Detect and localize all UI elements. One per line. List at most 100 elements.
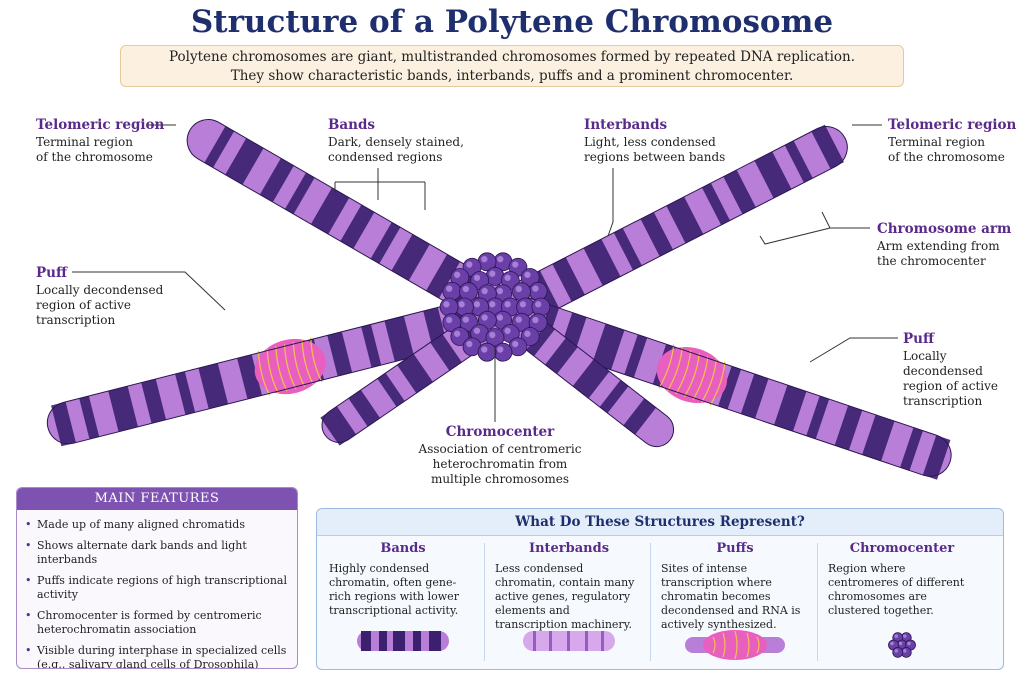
represent-col-puffs: Puffs Sites of intense transcription whe… <box>655 541 815 661</box>
arm-dark-band <box>592 323 625 370</box>
arm-dark-band <box>391 234 430 281</box>
chromocenter-sphere <box>477 342 497 362</box>
represent-col-chromocenter-desc: Region where centromeres of different ch… <box>828 562 965 617</box>
sphere-highlight <box>453 271 461 278</box>
sphere-highlight <box>496 314 504 321</box>
puff-rna-strand <box>666 347 683 392</box>
sphere-highlight <box>481 346 488 353</box>
arm-dark-band <box>397 353 433 394</box>
sphere-highlight <box>446 316 453 324</box>
represent-col-interbands-desc: Less condensed chromatin, contain many a… <box>495 562 635 631</box>
puff-rna-strand <box>283 344 297 390</box>
represent-col-bands-desc: Highly condensed chromatin, often gene-r… <box>329 562 459 617</box>
arm-dark-band <box>613 228 642 271</box>
sphere-highlight <box>466 261 473 268</box>
arm-dark-band <box>754 151 792 199</box>
intro-box: Polytene chromosomes are giant, multistr… <box>120 45 904 87</box>
arm-dark-band <box>623 398 657 435</box>
sphere-highlight <box>489 270 496 277</box>
arm-dark-band <box>259 158 294 203</box>
feature-item: Chromocenter is formed by centromeric he… <box>25 609 289 637</box>
label-telomeric-right-title: Telomeric region <box>888 117 1017 133</box>
arm-dark-band <box>284 172 315 215</box>
arm-dark-band <box>51 401 76 447</box>
sphere-highlight <box>481 287 488 295</box>
label-puff-left-title: Puff <box>36 265 68 281</box>
leader-lines <box>72 124 898 422</box>
arm-dark-band <box>237 354 263 400</box>
arm-dark-band <box>922 435 951 480</box>
chromocenter-sphere <box>528 281 548 301</box>
puff-rna-strand <box>692 356 709 400</box>
represent-col-bands-title: Bands <box>380 541 426 556</box>
intro-line-2: They show characteristic bands, interban… <box>230 68 794 84</box>
puffs-thumbnail-icon <box>685 630 785 660</box>
label-puff-left-desc: Locally decondensed region of active tra… <box>36 283 164 327</box>
label-interbands-desc: Light, less condensed regions between ba… <box>584 135 726 164</box>
arm-dark-band <box>141 378 167 424</box>
sphere-highlight <box>453 330 461 337</box>
page-title: Structure of a Polytene Chromosome <box>190 4 834 40</box>
chromocenter-sphere <box>439 297 459 317</box>
sphere-highlight <box>524 271 531 278</box>
chromosome-arm <box>500 304 675 448</box>
arm-dark-band <box>834 405 863 451</box>
label-chromocenter-desc: Association of centromeric heterochromat… <box>418 442 582 486</box>
interbands-thumbnail-icon <box>523 631 615 651</box>
arm-dark-band <box>175 371 196 415</box>
chromocenter-sphere <box>531 297 551 317</box>
sphere-highlight <box>524 330 531 337</box>
arm-dark-band <box>583 239 621 286</box>
arm-dark-band <box>310 187 350 235</box>
sphere-highlight <box>481 314 488 321</box>
label-chromosome-arm: Chromosome arm Arm extending from the ch… <box>877 222 1022 269</box>
sphere-highlight <box>907 641 911 646</box>
sphere-highlight <box>504 327 511 334</box>
sphere-highlight <box>894 634 898 638</box>
arm-dark-band <box>327 331 353 377</box>
represent-col-chromocenter: Chromocenter Region where centromeres of… <box>822 541 982 661</box>
puff-rna-strand <box>701 358 717 403</box>
arm-dark-band <box>430 334 462 371</box>
puff-rna-strand <box>292 341 306 387</box>
puff-rna-strand <box>257 350 271 396</box>
chromocenter-sphere <box>892 646 904 658</box>
leader-chromosome-arm <box>759 211 870 245</box>
label-chromocenter-title: Chromocenter <box>445 424 555 440</box>
feature-item: Shows alternate dark bands and light int… <box>25 539 289 567</box>
column-divider <box>484 543 485 661</box>
intro-line-1: Polytene chromosomes are giant, multistr… <box>168 49 855 65</box>
feature-item: Made up of many aligned chromatids <box>25 518 289 532</box>
arm-dark-band <box>348 389 381 427</box>
arm-dark-band <box>862 414 895 461</box>
arm-dark-band <box>624 334 648 378</box>
label-puff-right: Puff Locally decondensed region of activ… <box>903 332 1023 409</box>
label-puff-right-desc: Locally decondensed region of active tra… <box>903 349 999 408</box>
sphere-highlight <box>898 641 903 646</box>
sphere-highlight <box>489 301 496 308</box>
arm-dark-band <box>811 124 844 169</box>
arm-dark-band <box>552 257 585 302</box>
sphere-highlight <box>512 340 519 348</box>
sphere-highlight <box>466 340 473 348</box>
sphere-highlight <box>890 641 894 646</box>
arm-dark-band <box>599 380 629 414</box>
leader-puff-right <box>809 337 898 363</box>
main-features-panel: MAIN FEATURES Made up of many aligned ch… <box>16 487 298 669</box>
represent-col-puffs-title: Puffs <box>716 541 754 556</box>
structures-represent-panel: What Do These Structures Represent? Band… <box>316 508 1004 670</box>
arm-dark-band <box>666 196 704 244</box>
label-telomeric-left-desc: Terminal region of the chromosome <box>36 135 153 164</box>
chromocenter-cluster <box>439 252 551 362</box>
arm-dark-band <box>572 359 610 399</box>
puff-rna-strand <box>684 353 700 398</box>
chromocenter-sphere <box>493 342 513 362</box>
arm-dark-band <box>370 222 401 264</box>
chromocenter-thumbnail-icon <box>888 632 916 658</box>
label-bands: Bands Dark, densely stained, condensed r… <box>328 118 488 165</box>
puff-rna-strand <box>310 337 323 383</box>
label-interbands-title: Interbands <box>584 117 668 133</box>
arm-dark-band <box>426 254 461 299</box>
sphere-highlight <box>532 316 539 324</box>
arm-dark-band <box>79 395 100 440</box>
